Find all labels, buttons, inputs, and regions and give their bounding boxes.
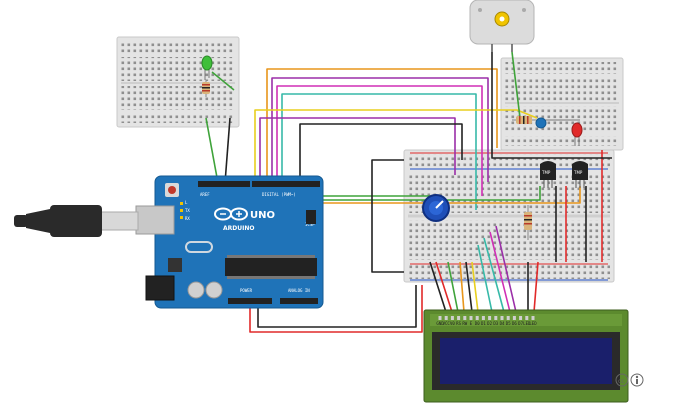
transistor-2: TMP <box>572 161 588 188</box>
arduino-rx-label: RX <box>185 216 190 221</box>
lcd-pin <box>438 316 442 320</box>
wire-purple-2 <box>259 117 456 183</box>
dc-motor-icon <box>469 0 535 52</box>
lcd-pin-label: D3 <box>493 321 498 326</box>
diode-blue <box>535 117 580 129</box>
lcd-pin <box>512 316 516 320</box>
lcd-pin-label: D5 <box>506 321 511 326</box>
lcd-pin-label: VCC <box>443 321 451 326</box>
lcd-pin-label: V0 <box>450 321 455 326</box>
lcd-pin <box>500 316 504 320</box>
lcd-pin <box>519 316 523 320</box>
lcd-pin-label: D1 <box>481 321 486 326</box>
wire-magenta-top <box>276 85 483 196</box>
wire-lcd-6 <box>471 261 479 313</box>
wire-orange-across <box>318 186 581 204</box>
arduino-uno-board: UNO ARDUINO DIGITAL (PWM~) AREF TX RX L … <box>135 175 324 309</box>
arduino-power-label: POWER <box>240 288 253 293</box>
wire-black-small-bb <box>224 117 231 184</box>
wire-yellow-top <box>254 109 538 183</box>
lcd-pin-label: D2 <box>487 321 492 326</box>
lcd-pin-label: D7 <box>518 321 523 326</box>
lcd-pin <box>457 316 461 320</box>
lcd-pin <box>488 316 492 320</box>
resistor-right-bb <box>512 116 538 124</box>
wire-lcd-7 <box>477 244 493 313</box>
resistor-main-bb <box>524 205 532 240</box>
creative-commons-icon: cc <box>615 373 644 387</box>
wire-green-motor <box>511 51 521 119</box>
lcd-pin-label: RS <box>456 321 461 326</box>
wire-lcd-4 <box>459 261 465 313</box>
breadboard-small-left <box>116 36 240 128</box>
atmega-chip <box>225 258 317 276</box>
arduino-icsp-label: ICSP <box>305 222 315 227</box>
wire-black-top <box>299 123 463 183</box>
arduino-analog-label: ANALOG IN <box>288 288 310 293</box>
wire-lcd-2 <box>435 261 453 313</box>
wire-green-small-bb <box>205 117 219 184</box>
wire-lcd-5 <box>465 261 473 313</box>
lcd-pin <box>481 316 485 320</box>
lcd-pin-label: LED <box>523 321 531 326</box>
wires <box>205 51 612 333</box>
potentiometer-icon <box>422 194 450 222</box>
lcd-pin <box>450 316 454 320</box>
usb-cable-icon <box>14 205 139 237</box>
red-led <box>571 122 583 146</box>
lcd-pin <box>494 316 498 320</box>
wire-lcd-9 <box>489 231 511 313</box>
arduino-aref-label: AREF <box>200 192 210 197</box>
wire-orange-top <box>266 68 498 183</box>
arduino-digital-label: DIGITAL (PWM~) <box>262 192 296 197</box>
wire-green-across-2 <box>318 186 541 201</box>
wire-black-loop <box>371 159 404 273</box>
lcd-pin-label: RW <box>462 321 467 326</box>
lcd-pin-label: D0 <box>475 321 480 326</box>
lcd-pin <box>469 316 473 320</box>
lcd-pin <box>531 316 535 320</box>
breadboard-small-right <box>500 57 624 151</box>
wire-lcd-8 <box>483 237 505 313</box>
wire-lcd-12 <box>533 261 539 313</box>
wire-teal-top <box>281 93 477 210</box>
wire-lcd-3 <box>447 261 459 313</box>
resistor-green-led <box>202 80 210 97</box>
lcd-pin-label: E <box>470 321 473 326</box>
transistor-2-label: TMP <box>573 170 583 175</box>
wire-black-motor <box>491 52 548 159</box>
lcd-pin <box>525 316 529 320</box>
wire-green-led-anode <box>211 71 235 91</box>
wire-black-bottom <box>257 285 417 328</box>
arduino-model-label: UNO <box>250 210 275 221</box>
arduino-l-label: L <box>185 200 188 205</box>
svg-text:cc: cc <box>618 378 625 385</box>
usb-socket <box>135 205 175 235</box>
lcd-pin-label: GND <box>436 321 444 326</box>
lcd-pin <box>444 316 448 320</box>
lcd-pin-label: D6 <box>512 321 517 326</box>
power-jack <box>145 275 175 301</box>
transistor-1-label: TMP <box>541 170 551 175</box>
wire-lcd-1 <box>429 261 447 313</box>
lcd-pin <box>463 316 467 320</box>
lcd-pin <box>506 316 510 320</box>
arduino-logo <box>214 207 248 221</box>
transistor-1: TMP <box>540 161 556 188</box>
wire-purple-top <box>271 77 489 183</box>
lcd-pin-label: D4 <box>500 321 505 326</box>
lcd-pin-label: LED <box>529 321 537 326</box>
arduino-tx-label: TX <box>185 208 190 213</box>
green-led <box>201 55 213 80</box>
arduino-brand-label: ARDUINO <box>223 225 254 232</box>
lcd-pin <box>475 316 479 320</box>
wire-red-bottom <box>249 285 423 333</box>
wire-lcd-10 <box>495 225 517 313</box>
lcd-screen <box>440 338 612 384</box>
